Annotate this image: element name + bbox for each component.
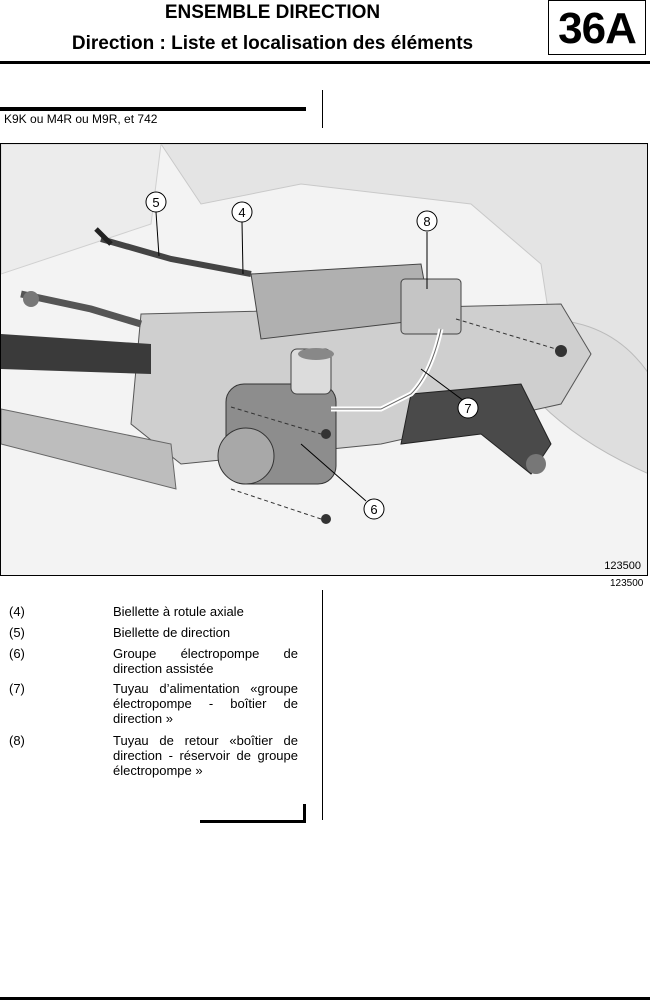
legend-text: Tuyau d’alimentation «groupe électropomp… bbox=[113, 681, 298, 726]
callout-6: 6 bbox=[363, 498, 385, 520]
section-code: 36A bbox=[548, 0, 646, 55]
legend-text: Groupe électropompe de direction assisté… bbox=[113, 646, 298, 676]
legend-number: (4) bbox=[9, 604, 25, 619]
steering-assembly-illustration: 5 4 8 7 6 123500 bbox=[0, 143, 648, 576]
header-rule bbox=[0, 61, 650, 64]
legend-text: Biellette à rotule axiale bbox=[113, 604, 244, 619]
illustration-drawing: 5 4 8 7 6 123500 bbox=[1, 144, 647, 572]
figure-caption-number: 123500 bbox=[610, 578, 644, 589]
legend-number: (7) bbox=[9, 681, 25, 696]
callout-5: 5 bbox=[145, 191, 167, 213]
svg-text:6: 6 bbox=[370, 502, 377, 517]
callout-8: 8 bbox=[416, 210, 438, 232]
page-title: ENSEMBLE DIRECTION bbox=[164, 2, 381, 23]
legend-number: (6) bbox=[9, 646, 25, 661]
callout-4: 4 bbox=[231, 201, 253, 223]
callout-7: 7 bbox=[457, 397, 479, 419]
column-divider-legend bbox=[322, 590, 323, 820]
image-number: 123500 bbox=[604, 560, 641, 572]
page-subtitle: Direction : Liste et localisation des él… bbox=[71, 33, 474, 54]
legend-text: Biellette de direction bbox=[113, 625, 231, 640]
svg-text:7: 7 bbox=[464, 401, 471, 416]
legend-end-rule bbox=[200, 820, 306, 823]
svg-text:4: 4 bbox=[238, 205, 245, 220]
svg-text:8: 8 bbox=[423, 214, 430, 229]
legend-number: (8) bbox=[9, 733, 25, 748]
legend-text: Tuyau de retour «boîtier de direction - … bbox=[113, 733, 298, 778]
applicability-text: K9K ou M4R ou M9R, et 742 bbox=[4, 112, 158, 126]
column-divider-top bbox=[322, 90, 323, 128]
footer-rule bbox=[0, 997, 650, 1000]
svg-text:5: 5 bbox=[152, 195, 159, 210]
legend-end-rule-vertical bbox=[303, 804, 306, 823]
applicability-rule bbox=[0, 107, 306, 111]
legend-number: (5) bbox=[9, 625, 25, 640]
